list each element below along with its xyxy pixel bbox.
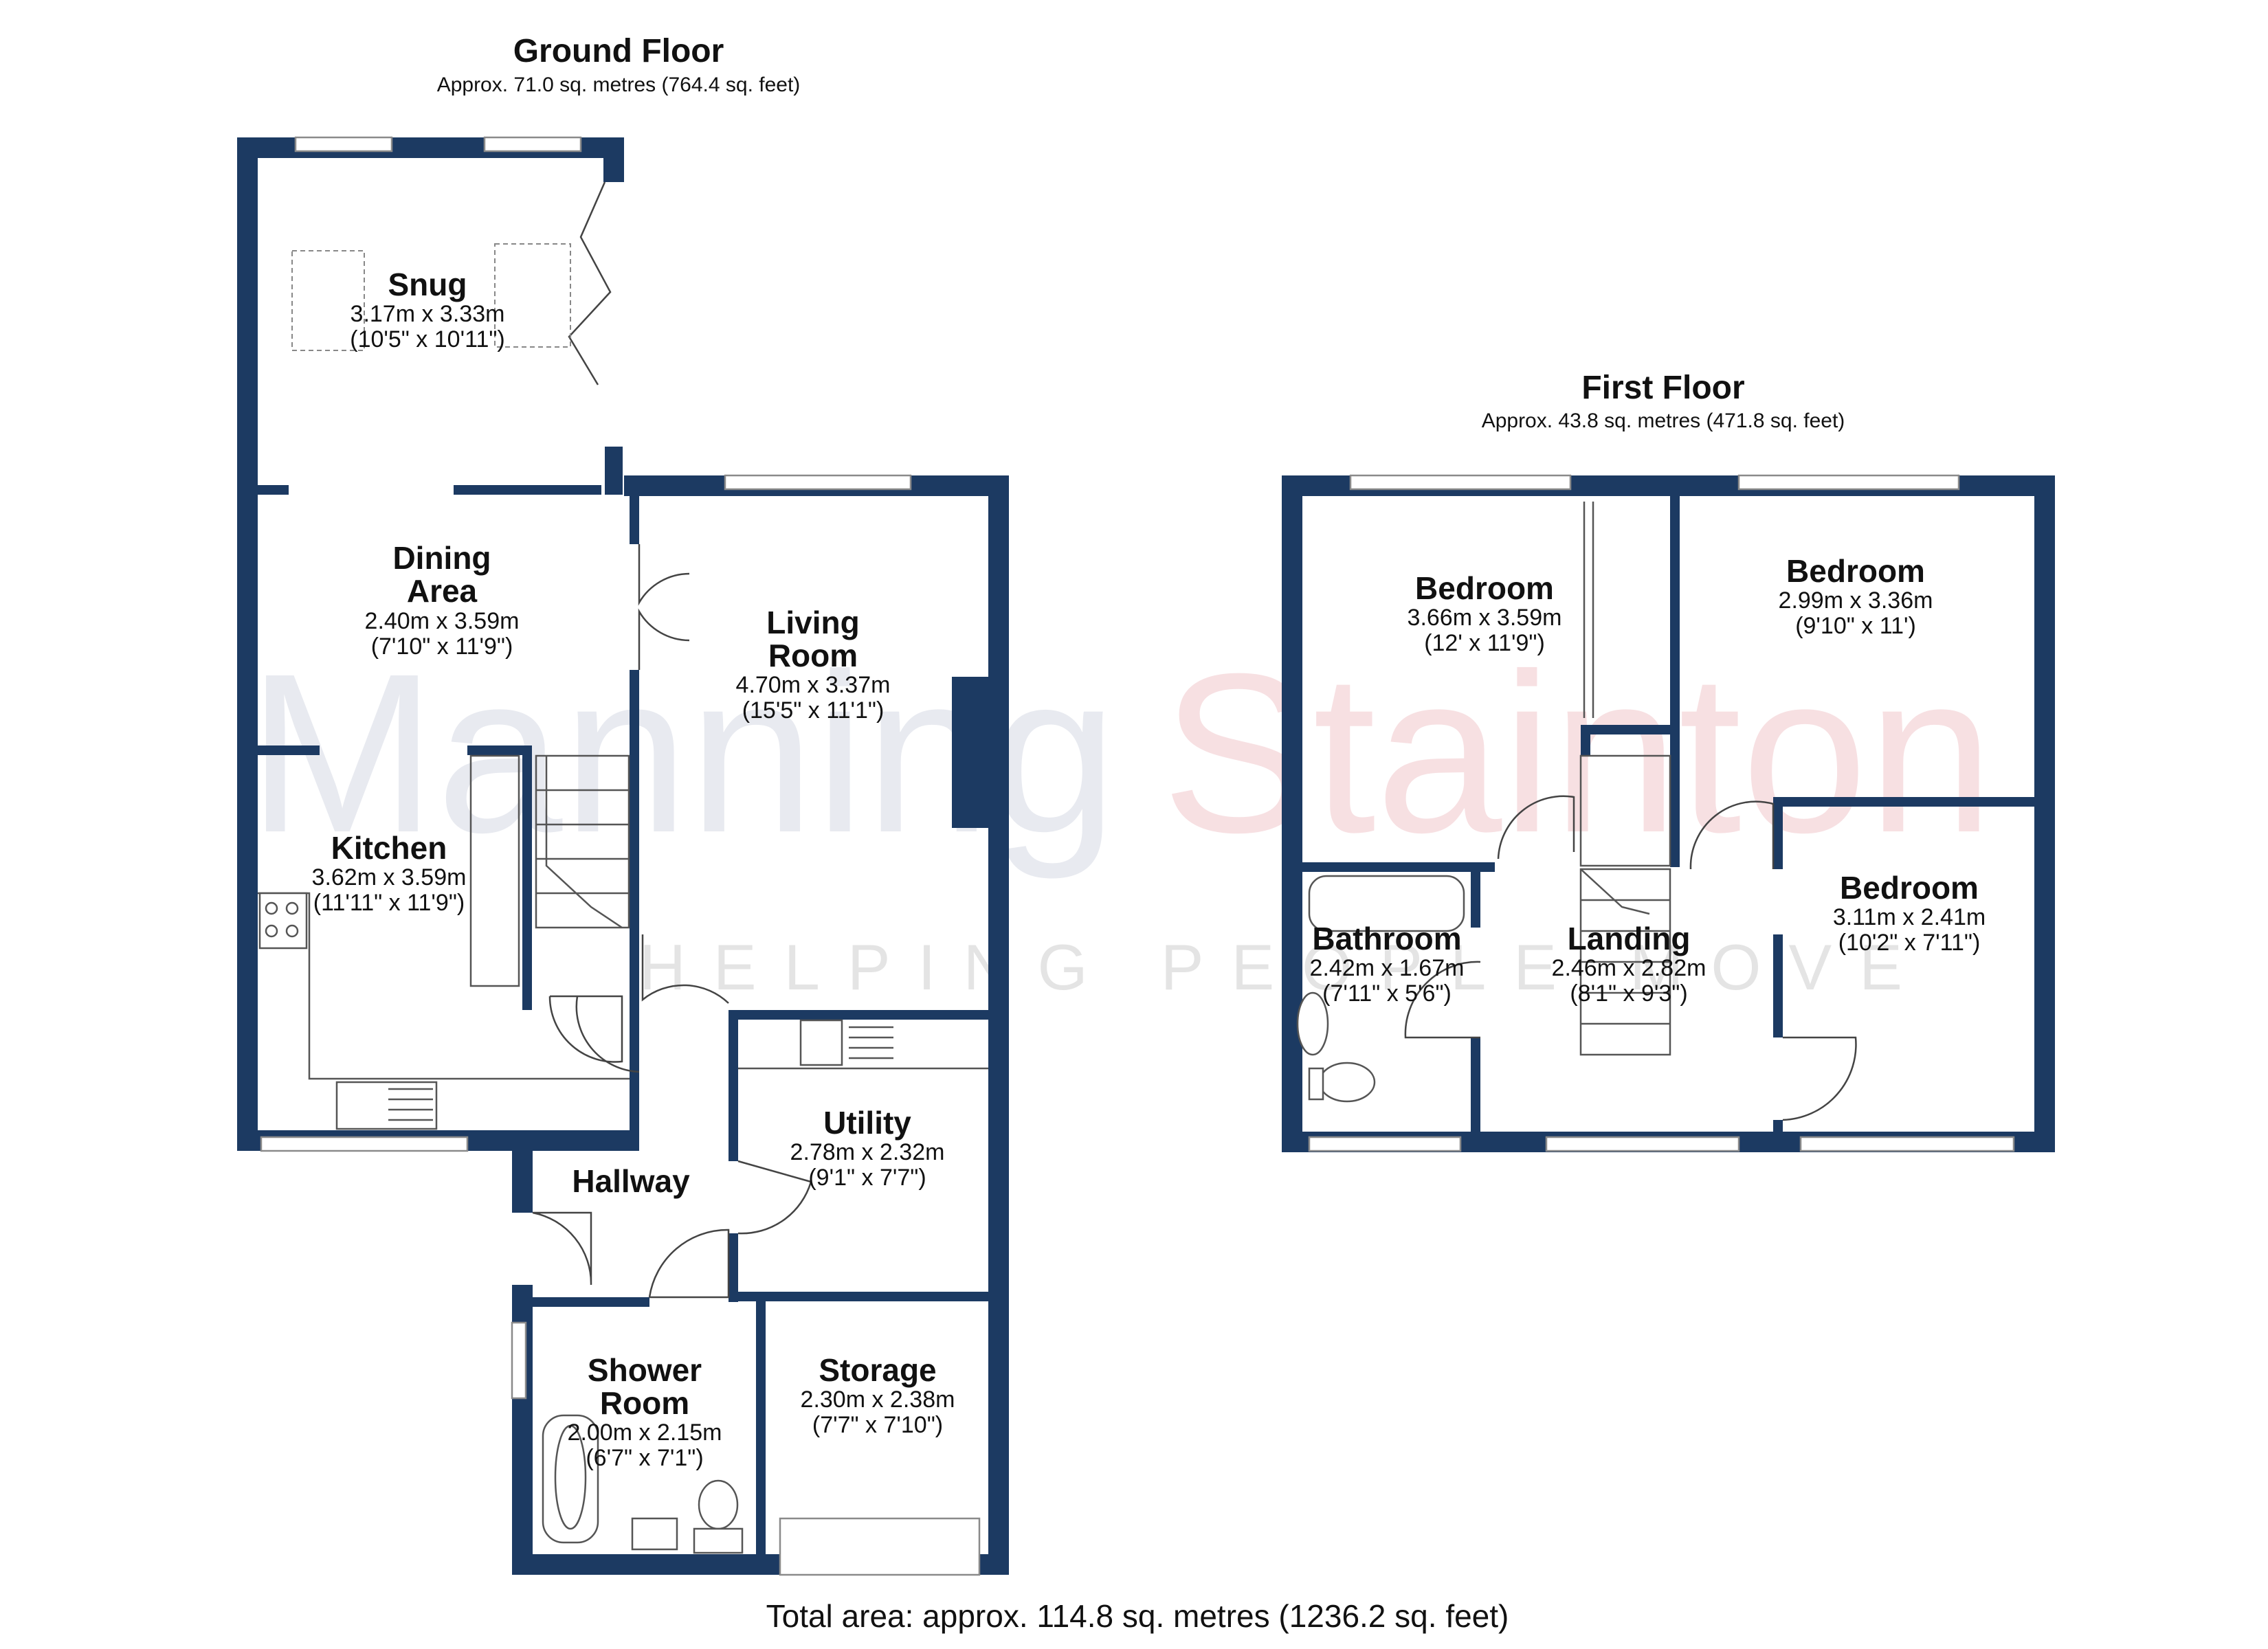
room-hallway: Hallway [572, 1163, 690, 1199]
ground-floor-fixtures [258, 243, 988, 1554]
watermark-tagline: HELPING PEOPLE MOVE [639, 931, 1930, 1003]
room-dimensions-metric: 2.42m x 1.67m [1310, 955, 1465, 981]
room-landing: Landing 2.46m x 2.82m (8'1" x 9'3") [1552, 921, 1706, 1007]
room-dimensions-imperial: (10'5" x 10'11") [350, 326, 505, 352]
room-name-line2: Room [768, 638, 858, 673]
room-name-line1: Living [766, 605, 859, 640]
room-dimensions-imperial: (11'11" x 11'9") [313, 890, 465, 916]
room-dimensions-metric: 2.99m x 3.36m [1779, 587, 1933, 614]
room-bathroom: Bathroom 2.42m x 1.67m (7'11" x 5'6") [1310, 921, 1465, 1007]
ground-floor-windows [260, 136, 981, 1576]
room-name-line1: Shower [588, 1352, 702, 1388]
first-floor-area: Approx. 43.8 sq. metres (471.8 sq. feet) [1482, 410, 1845, 432]
room-dimensions-metric: 3.11m x 2.41m [1833, 904, 1986, 930]
room-name: Storage [819, 1352, 936, 1388]
room-bedroom-2: Bedroom 2.99m x 3.36m (9'10" x 11') [1779, 553, 1933, 639]
room-name-line2: Area [407, 573, 478, 609]
room-dimensions-metric: 2.78m x 2.32m [790, 1139, 945, 1165]
room-name: Bedroom [1415, 570, 1554, 606]
room-dimensions-imperial: (9'10" x 11') [1795, 613, 1916, 639]
room-dimensions-imperial: (6'7" x 7'1") [586, 1445, 703, 1471]
room-bedroom-3: Bedroom 3.11m x 2.41m (10'2" x 7'11") [1833, 870, 1986, 956]
room-dimensions-metric: 2.30m x 2.38m [801, 1387, 955, 1413]
room-living-room: Living Room 4.70m x 3.37m (15'5" x 11'1"… [736, 605, 891, 723]
room-name: Bedroom [1786, 553, 1925, 589]
room-dimensions-metric: 4.70m x 3.37m [736, 672, 891, 698]
room-name: Kitchen [331, 830, 447, 866]
room-dimensions-imperial: (12' x 11'9") [1424, 630, 1545, 656]
room-name-line2: Room [600, 1385, 689, 1421]
room-name: Bathroom [1312, 921, 1461, 956]
room-dining-area: Dining Area 2.40m x 3.59m (7'10" x 11'9"… [365, 540, 520, 660]
room-dimensions-metric: 2.46m x 2.82m [1552, 955, 1706, 981]
room-dimensions-imperial: (7'11" x 5'6") [1322, 980, 1452, 1007]
room-name: Bedroom [1840, 870, 1979, 906]
room-name: Landing [1568, 921, 1691, 956]
room-snug: Snug 3.17m x 3.33m (10'5" x 10'11") [350, 267, 505, 352]
watermark: Manning Stainton HELPING PEOPLE MOVE [247, 626, 1994, 1003]
room-name: Utility [823, 1105, 911, 1141]
room-dimensions-imperial: (15'5" x 11'1") [742, 697, 885, 723]
room-name-line1: Dining [392, 540, 491, 576]
room-kitchen: Kitchen 3.62m x 3.59m (11'11" x 11'9") [312, 830, 467, 916]
first-floor-doors [1404, 502, 1857, 1121]
room-dimensions-metric: 3.17m x 3.33m [351, 301, 505, 327]
first-floor-title: First Floor [1581, 370, 1744, 406]
ground-floor-area: Approx. 71.0 sq. metres (764.4 sq. feet) [437, 74, 801, 96]
room-dimensions-imperial: (9'1" x 7'7") [808, 1165, 926, 1191]
room-dimensions-imperial: (8'1" x 9'3") [1570, 980, 1687, 1007]
total-area: Total area: approx. 114.8 sq. metres (12… [766, 1598, 1509, 1634]
ground-floor-title: Ground Floor [513, 33, 724, 69]
room-dimensions-imperial: (10'2" x 7'11") [1838, 930, 1981, 956]
room-dimensions-metric: 3.62m x 3.59m [312, 864, 467, 890]
room-utility: Utility 2.78m x 2.32m (9'1" x 7'7") [790, 1105, 945, 1191]
room-shower-room: Shower Room 2.00m x 2.15m (6'7" x 7'1") [568, 1352, 722, 1471]
room-dimensions-metric: 3.66m x 3.59m [1408, 605, 1562, 631]
room-bedroom-1: Bedroom 3.66m x 3.59m (12' x 11'9") [1408, 570, 1562, 656]
room-name: Hallway [572, 1163, 690, 1199]
room-dimensions-metric: 2.40m x 3.59m [365, 608, 520, 634]
room-dimensions-imperial: (7'7" x 7'10") [812, 1412, 943, 1438]
room-name: Snug [388, 267, 467, 302]
room-storage: Storage 2.30m x 2.38m (7'7" x 7'10") [801, 1352, 955, 1438]
room-dimensions-imperial: (7'10" x 11'9") [371, 633, 513, 660]
first-floor-windows [1308, 474, 2015, 1152]
first-floor-fixtures [1296, 754, 1671, 1103]
ground-floor-doors [532, 181, 812, 1299]
room-dimensions-metric: 2.00m x 2.15m [568, 1420, 722, 1446]
